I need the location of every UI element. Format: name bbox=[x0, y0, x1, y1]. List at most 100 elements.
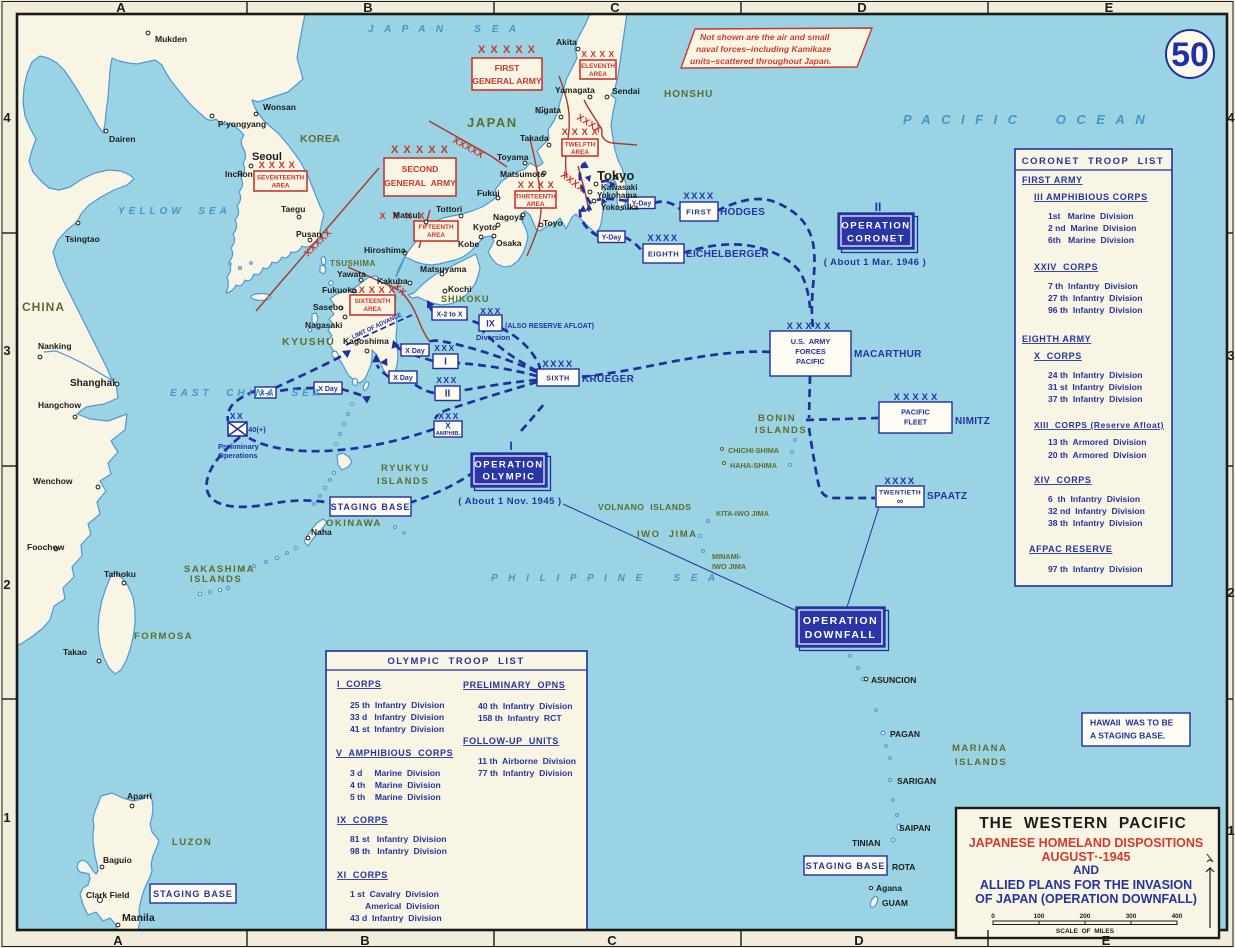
svg-text:Taegu: Taegu bbox=[281, 204, 305, 214]
svg-text:DOWNFALL: DOWNFALL bbox=[805, 629, 877, 641]
svg-text:37 th Infantry Division: 37 th Infantry Division bbox=[1048, 394, 1143, 404]
svg-text:CORONET: CORONET bbox=[847, 234, 905, 245]
svg-text:OKINAWA: OKINAWA bbox=[326, 518, 382, 529]
svg-text:300: 300 bbox=[1126, 913, 1137, 920]
svg-text:Baguio: Baguio bbox=[103, 855, 132, 865]
svg-text:II: II bbox=[445, 389, 451, 400]
svg-text:41 st Infantry Division: 41 st Infantry Division bbox=[350, 724, 444, 734]
svg-text:X X X X: X X X X bbox=[518, 180, 555, 191]
svg-text:SEVENTEENTH: SEVENTEENTH bbox=[257, 175, 305, 182]
svg-text:Diversion: Diversion bbox=[476, 333, 511, 342]
svg-text:50: 50 bbox=[1171, 36, 1209, 74]
svg-text:13 th Armored Division: 13 th Armored Division bbox=[1048, 437, 1147, 447]
svg-text:Nanking: Nanking bbox=[38, 341, 72, 351]
svg-text:FOLLOW-UP UNITS: FOLLOW-UP UNITS bbox=[463, 736, 559, 746]
svg-text:C: C bbox=[610, 0, 620, 15]
svg-text:SIXTEENTH: SIXTEENTH bbox=[355, 298, 391, 305]
svg-text:X X X X X: X X X X X bbox=[478, 44, 536, 56]
svg-text:I: I bbox=[444, 357, 447, 368]
svg-text:97 th Infantry Division: 97 th Infantry Division bbox=[1048, 564, 1143, 574]
svg-text:X X X X: X X X X bbox=[359, 285, 396, 296]
svg-text:X X X X: X X X X bbox=[379, 211, 426, 222]
svg-text:XIII CORPS (Reserve Afloat): XIII CORPS (Reserve Afloat) bbox=[1034, 420, 1164, 430]
svg-text:XXXX: XXXX bbox=[542, 359, 573, 370]
svg-text:XXIV CORPS: XXIV CORPS bbox=[1034, 262, 1098, 272]
svg-text:Mukden: Mukden bbox=[155, 34, 187, 44]
svg-text:SHIKOKU: SHIKOKU bbox=[441, 294, 490, 304]
svg-text:KOREA: KOREA bbox=[300, 133, 340, 145]
svg-text:Sasebo: Sasebo bbox=[313, 302, 343, 312]
svg-text:C: C bbox=[607, 933, 617, 948]
svg-text:Tokyo: Tokyo bbox=[597, 168, 634, 183]
svg-text:SIXTH: SIXTH bbox=[546, 376, 570, 383]
svg-text:Takada: Takada bbox=[520, 133, 549, 143]
svg-text:AREA: AREA bbox=[427, 232, 445, 239]
svg-text:40 th Infantry Division: 40 th Infantry Division bbox=[478, 701, 573, 711]
svg-text:4: 4 bbox=[1227, 110, 1235, 125]
svg-text:1 st Cavalry Division: 1 st Cavalry Division bbox=[350, 889, 439, 899]
svg-text:PACIFIC: PACIFIC bbox=[796, 357, 825, 366]
svg-text:U.S. ARMY: U.S. ARMY bbox=[791, 337, 831, 346]
svg-text:Osaka: Osaka bbox=[496, 238, 522, 248]
svg-text:Yamagata: Yamagata bbox=[555, 85, 595, 95]
svg-text:EICHELBERGER: EICHELBERGER bbox=[686, 249, 770, 260]
svg-text:43 d Infantry Division: 43 d Infantry Division bbox=[350, 913, 442, 923]
svg-text:FIRST ARMY: FIRST ARMY bbox=[1022, 175, 1083, 185]
svg-text:XXXXX: XXXXX bbox=[787, 321, 834, 332]
svg-text:XXXX: XXXX bbox=[647, 233, 678, 244]
svg-text:38 th Infantry Division: 38 th Infantry Division bbox=[1048, 518, 1143, 528]
svg-text:KITA-IWO JIMA: KITA-IWO JIMA bbox=[716, 509, 770, 518]
svg-text:AREA: AREA bbox=[363, 306, 381, 313]
svg-text:GENERAL ARMY: GENERAL ARMY bbox=[384, 178, 456, 188]
svg-text:FLEET: FLEET bbox=[904, 418, 928, 427]
svg-text:IWO JIMA: IWO JIMA bbox=[637, 529, 697, 540]
svg-text:Nigata: Nigata bbox=[535, 105, 561, 115]
svg-text:SCALE OF MILES: SCALE OF MILES bbox=[1056, 928, 1115, 935]
svg-text:PAGAN: PAGAN bbox=[890, 729, 920, 739]
svg-text:1st Marine Division: 1st Marine Division bbox=[1048, 211, 1133, 221]
svg-text:IX CORPS: IX CORPS bbox=[337, 815, 388, 825]
svg-text:J A P A N S E A: J A P A N S E A bbox=[368, 24, 520, 35]
svg-text:X X X X: X X X X bbox=[581, 49, 614, 59]
svg-text:Pusan: Pusan bbox=[296, 229, 322, 239]
svg-text:AREA: AREA bbox=[271, 183, 289, 190]
svg-text:25 th Infantry Division: 25 th Infantry Division bbox=[350, 700, 445, 710]
svg-text:JAPAN: JAPAN bbox=[467, 115, 518, 130]
svg-text:NIMITZ: NIMITZ bbox=[955, 416, 990, 427]
svg-text:3 d Marine Division: 3 d Marine Division bbox=[350, 768, 440, 778]
svg-text:GENERAL ARMY: GENERAL ARMY bbox=[472, 76, 542, 86]
svg-text:Operations: Operations bbox=[218, 451, 258, 460]
svg-text:33 d Infantry Division: 33 d Infantry Division bbox=[350, 712, 444, 722]
svg-text:81 st Infantry Division: 81 st Infantry Division bbox=[350, 834, 446, 844]
svg-text:E: E bbox=[1105, 0, 1114, 15]
svg-text:Kyoto: Kyoto bbox=[473, 222, 497, 232]
svg-text:AMPHIB.: AMPHIB. bbox=[436, 431, 461, 437]
svg-text:6 th Infantry Division: 6 th Infantry Division bbox=[1048, 494, 1140, 504]
svg-text:A STAGING BASE.: A STAGING BASE. bbox=[1090, 731, 1165, 741]
svg-text:KRUEGER: KRUEGER bbox=[582, 374, 635, 385]
svg-text:RYUKYU: RYUKYU bbox=[381, 463, 430, 474]
svg-text:SAIPAN: SAIPAN bbox=[899, 823, 931, 833]
svg-text:Hiroshima: Hiroshima bbox=[364, 245, 406, 255]
svg-text:2: 2 bbox=[1227, 585, 1234, 600]
svg-text:JAPANESE HOMELAND DISPOSITIONS: JAPANESE HOMELAND DISPOSITIONS bbox=[969, 836, 1204, 850]
svg-text:5 th Marine Division: 5 th Marine Division bbox=[350, 792, 441, 802]
svg-text:Nagoya: Nagoya bbox=[493, 212, 524, 222]
svg-text:SAKASHIMA: SAKASHIMA bbox=[184, 564, 255, 575]
svg-text:YELLOW SEA: YELLOW SEA bbox=[118, 206, 231, 217]
svg-text:Kakuba: Kakuba bbox=[377, 276, 408, 286]
svg-text:4: 4 bbox=[3, 110, 11, 125]
svg-text:TSUSHIMA: TSUSHIMA bbox=[330, 259, 376, 268]
svg-text:PACIFIC OCEAN: PACIFIC OCEAN bbox=[903, 112, 1155, 127]
svg-text:Fukuoka: Fukuoka bbox=[322, 285, 357, 295]
svg-text:E: E bbox=[1102, 933, 1111, 948]
svg-text:0: 0 bbox=[991, 913, 995, 920]
svg-text:Fukui: Fukui bbox=[477, 188, 500, 198]
svg-text:MARIANA: MARIANA bbox=[952, 743, 1007, 754]
svg-text:AREA: AREA bbox=[571, 149, 589, 156]
svg-text:Kochi: Kochi bbox=[448, 284, 472, 294]
svg-text:4 th Marine Division: 4 th Marine Division bbox=[350, 780, 441, 790]
svg-text:1: 1 bbox=[1227, 823, 1234, 838]
svg-text:XX: XX bbox=[230, 411, 244, 421]
svg-text:CHINA: CHINA bbox=[22, 300, 65, 314]
